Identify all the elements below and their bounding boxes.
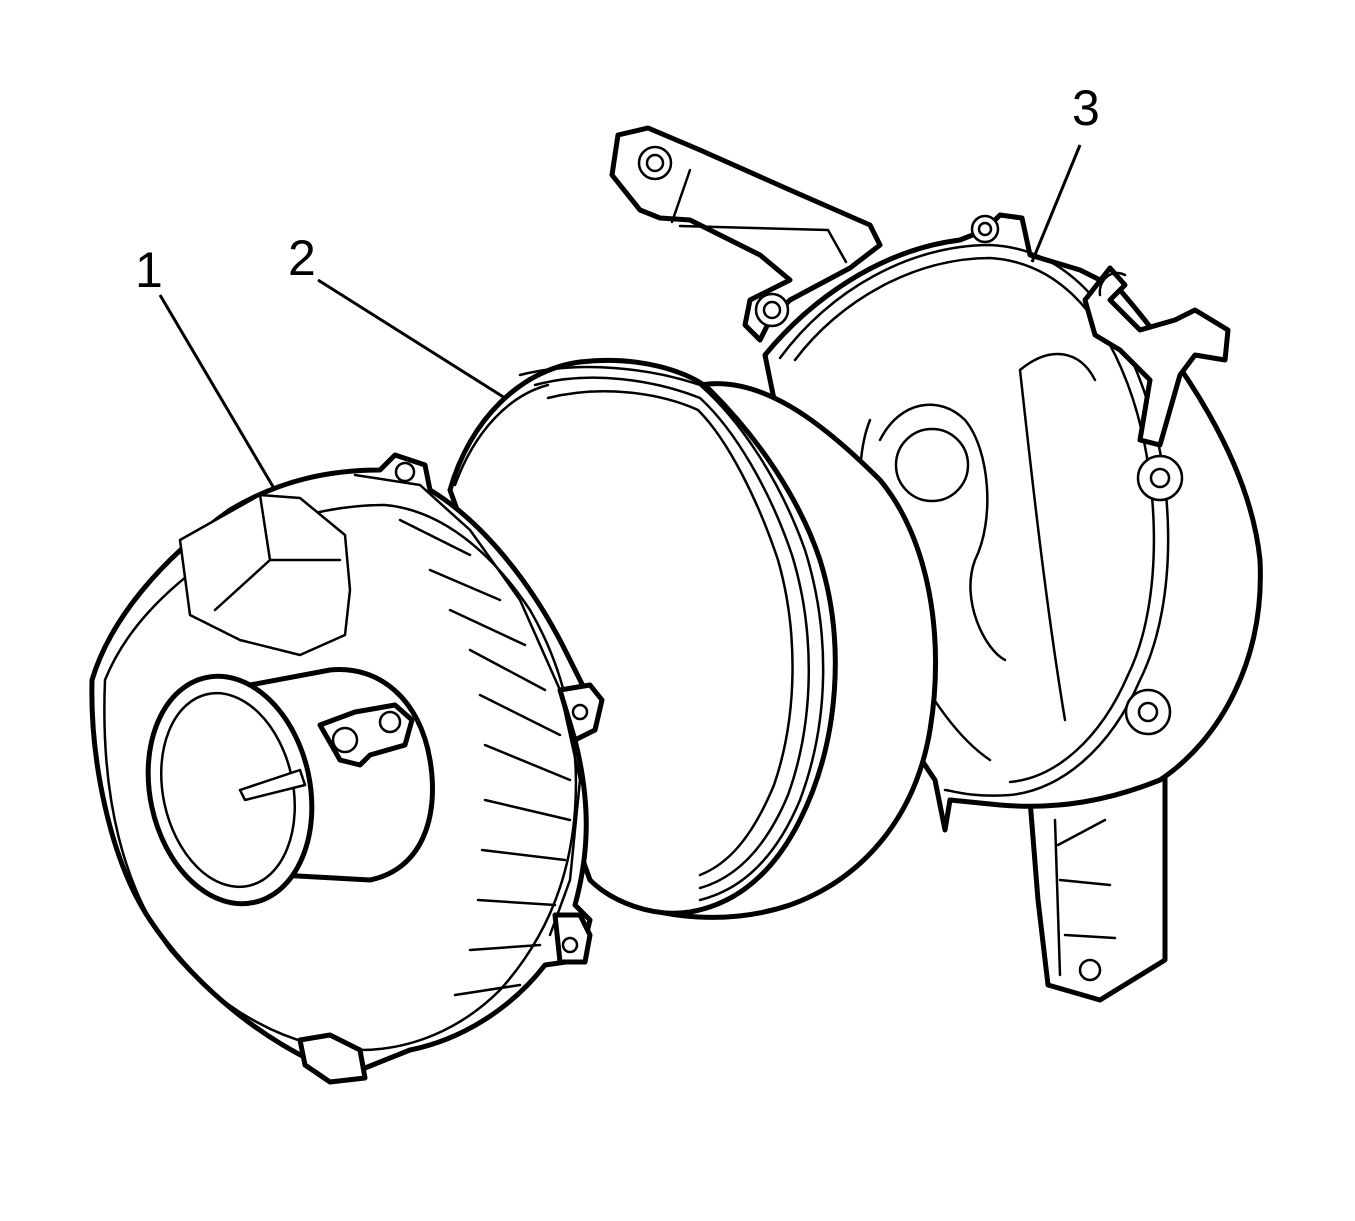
- part-1-cover: [89, 452, 605, 1085]
- leader-line-1: [158, 294, 277, 491]
- callout-3: 3: [1072, 80, 1100, 136]
- leader-line-3: [1030, 144, 1082, 263]
- callout-1: 1: [135, 242, 163, 298]
- callout-2: 2: [288, 230, 316, 286]
- leader-line-2: [317, 278, 506, 400]
- leader-lines: [158, 144, 1082, 491]
- part-2-filter-element: [447, 357, 939, 920]
